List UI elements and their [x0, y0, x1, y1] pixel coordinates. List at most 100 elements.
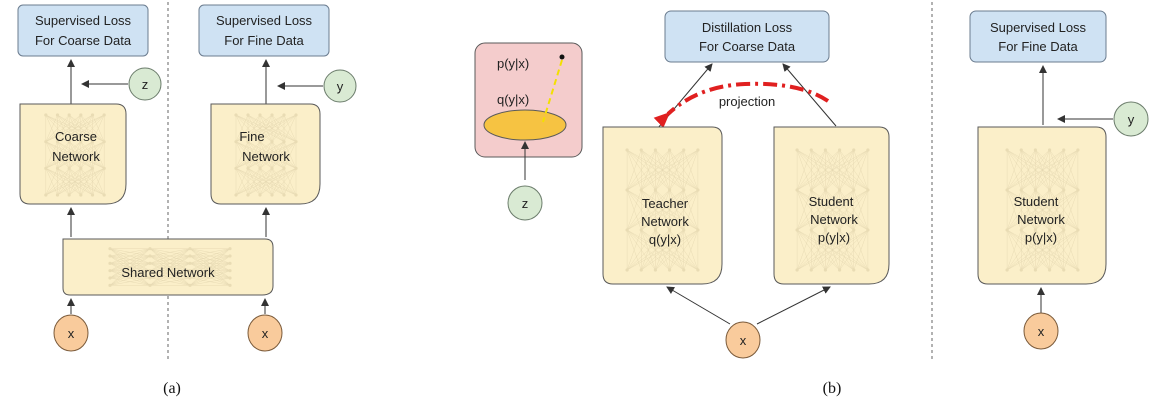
fine-network-line1: Fine: [239, 129, 264, 144]
network-edge: [57, 168, 105, 196]
network-edge: [1006, 229, 1022, 271]
network-edge: [1049, 149, 1064, 191]
svg-text:x: x: [262, 326, 269, 341]
network-edge: [1049, 189, 1079, 231]
loss-coarse-line1: Supervised Loss: [35, 13, 132, 28]
network-node: [795, 268, 799, 272]
network-edge: [271, 141, 297, 169]
network-node: [639, 268, 643, 272]
network-edge: [1006, 149, 1036, 191]
network-node: [258, 140, 262, 144]
network-edge: [1021, 229, 1064, 271]
network-edge: [69, 114, 93, 142]
network-edge: [626, 149, 684, 191]
network-edge: [149, 270, 191, 286]
network-edge: [626, 229, 684, 271]
network-edge: [839, 229, 854, 271]
network-edge: [45, 168, 58, 196]
network-edge: [247, 168, 273, 196]
network-edge: [825, 149, 854, 191]
network-edge: [189, 248, 231, 271]
network-edge: [92, 141, 105, 169]
network-edge: [641, 149, 684, 191]
network-node: [234, 193, 238, 197]
network-edge: [149, 255, 191, 286]
network-edge: [796, 149, 869, 191]
network-edge: [811, 149, 840, 191]
network-edge: [109, 255, 151, 264]
network-edge: [669, 149, 684, 191]
network-edge: [235, 141, 273, 169]
network-edge: [109, 263, 151, 279]
network-edge: [839, 189, 869, 231]
panel-a: Supervised Loss For Coarse Data Supervis…: [17, 4, 357, 397]
network-node: [294, 166, 298, 170]
network-edge: [247, 114, 297, 142]
network-edge: [796, 149, 812, 191]
network-edge: [839, 189, 854, 231]
network-edge: [80, 114, 105, 142]
caption-b: (b): [823, 380, 842, 397]
network-edge: [683, 189, 699, 231]
svg-text:x: x: [740, 333, 747, 348]
network-edge: [811, 189, 826, 231]
network-edge: [641, 229, 656, 271]
network-edge: [149, 248, 191, 286]
network-edge: [655, 149, 684, 191]
network-node: [102, 193, 106, 197]
network-edge: [57, 114, 70, 142]
network-edge: [641, 189, 684, 231]
network-edge: [247, 168, 273, 196]
network-edge: [189, 263, 231, 286]
network-edge: [641, 189, 699, 231]
network-edge: [149, 263, 191, 271]
network-node: [866, 228, 870, 232]
student-line1: Student: [809, 194, 854, 209]
svg-text:x: x: [1038, 324, 1045, 339]
network-edge: [1063, 149, 1079, 191]
inset-box: p(y|x) q(y|x): [474, 42, 583, 158]
network-edge: [796, 229, 854, 271]
network-edge: [109, 270, 151, 286]
network-edge: [57, 114, 70, 142]
network-edge: [57, 168, 81, 196]
teacher-line1: Teacher: [642, 196, 689, 211]
network-node: [1076, 268, 1080, 272]
network-edge: [283, 168, 297, 196]
network-edge: [235, 168, 249, 196]
network-edge: [839, 229, 854, 271]
network-edge: [1021, 229, 1079, 271]
network-node: [246, 193, 250, 197]
loss-fine-line2: For Fine Data: [224, 33, 304, 48]
network-edge: [1035, 229, 1064, 271]
network-node: [108, 283, 112, 287]
network-edge: [57, 114, 105, 142]
network-edge: [189, 255, 231, 264]
network-edge: [626, 189, 699, 231]
network-edge: [1006, 149, 1036, 191]
network-edge: [796, 229, 869, 271]
network-edge: [235, 141, 285, 169]
network-edge: [796, 189, 812, 231]
network-edge: [259, 141, 297, 169]
network-edge: [149, 277, 191, 286]
network-edge: [283, 141, 297, 169]
network-node: [282, 140, 286, 144]
network-node: [625, 228, 629, 232]
network-edge: [45, 141, 93, 169]
shared-network-box: Shared Network: [62, 238, 274, 296]
network-edge: [271, 168, 285, 196]
network-edge: [655, 189, 684, 231]
network-edge: [92, 114, 105, 142]
network-node: [639, 228, 643, 232]
network-edge: [641, 229, 699, 271]
network-edge: [1021, 149, 1079, 191]
network-edge: [1021, 149, 1036, 191]
network-node: [234, 140, 238, 144]
network-node: [1062, 148, 1066, 152]
fine-network-box: Fine Network: [210, 103, 321, 205]
network-edge: [109, 248, 151, 271]
network-edge: [259, 168, 273, 196]
network-node: [667, 148, 672, 152]
network-node: [795, 188, 799, 192]
